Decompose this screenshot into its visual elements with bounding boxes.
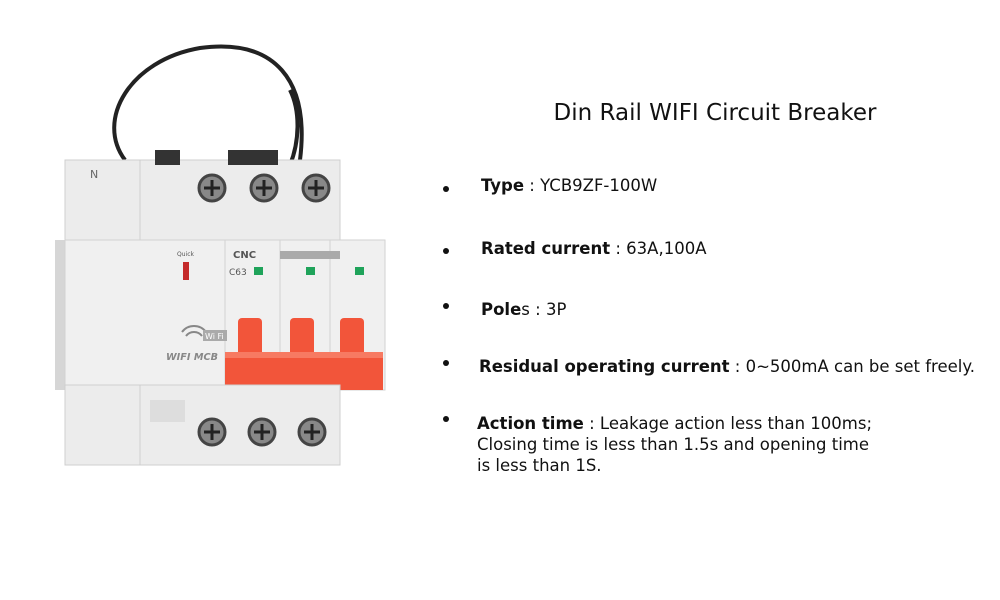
separator: : xyxy=(610,239,627,258)
spec-value: 63A,100A xyxy=(626,239,707,258)
spec-poles: Poles : 3P xyxy=(481,299,566,320)
spec-value: 3P xyxy=(545,300,567,319)
neutral-label: N xyxy=(90,168,98,181)
breaker-handle xyxy=(225,318,383,390)
spec-action-time: Action time : Leakage action less than 1… xyxy=(477,413,872,476)
separator: : xyxy=(729,357,746,376)
wifi-cable xyxy=(112,44,304,162)
bullet-icon xyxy=(443,303,449,309)
circuit-breaker-image: N Quick CNC C63 Wi Fi WIFI MCB xyxy=(55,44,386,466)
separator: : xyxy=(524,176,541,195)
spec-value-line2: Closing time is less than 1.5s and openi… xyxy=(477,435,870,454)
bullet-icon xyxy=(443,360,449,366)
bullet-icon xyxy=(443,248,449,254)
brand-label: CNC xyxy=(233,250,256,261)
bullet-icon xyxy=(443,186,449,192)
spec-value-line3: is less than 1S. xyxy=(477,456,602,475)
wifi-mcb-label: WIFI MCB xyxy=(166,352,218,363)
separator: : xyxy=(529,300,546,319)
page-title: Din Rail WIFI Circuit Breaker xyxy=(553,100,877,126)
spec-label: Residual operating current xyxy=(479,357,730,376)
spec-residual-current: Residual operating current : 0~500mA can… xyxy=(479,356,975,377)
spec-value: Leakage action less than 100ms; xyxy=(599,414,873,433)
spec-label: Type xyxy=(481,176,525,195)
bullet-icon xyxy=(443,416,449,422)
spec-value: 0~500mA can be set freely. xyxy=(745,357,976,376)
spec-label-suffix: s xyxy=(521,300,530,319)
rating-label: C63 xyxy=(229,268,247,278)
wifi-badge: Wi Fi xyxy=(205,332,224,341)
spec-label: Action time xyxy=(477,414,584,433)
spec-value: YCB9ZF-100W xyxy=(540,176,658,195)
spec-type: Type : YCB9ZF-100W xyxy=(481,175,657,196)
quick-label: Quick xyxy=(177,251,194,258)
spec-label: Pole xyxy=(481,300,522,319)
separator: : xyxy=(583,414,600,433)
top-screw-icon xyxy=(197,173,331,203)
spec-label: Rated current xyxy=(481,239,611,258)
bottom-screw-icon xyxy=(197,417,327,447)
spec-rated-current: Rated current : 63A,100A xyxy=(481,238,706,259)
